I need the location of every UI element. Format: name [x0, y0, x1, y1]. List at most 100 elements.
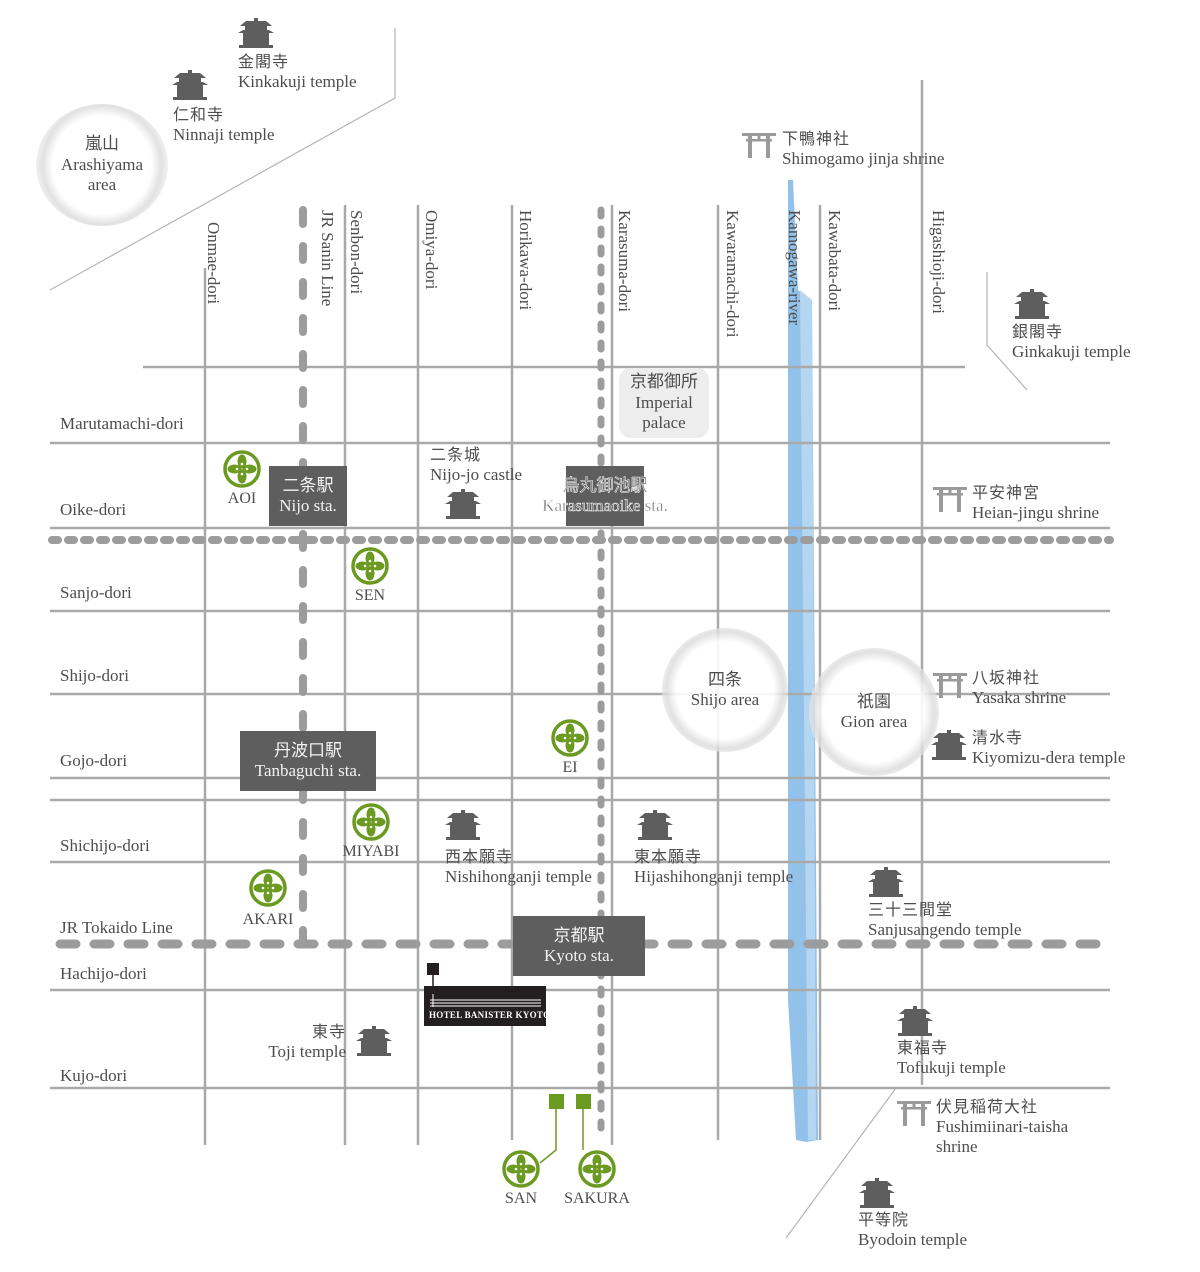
poi-yasaka-en: Yasaka shrine	[972, 688, 1067, 708]
poi-kinkakuji-jp: 金閣寺	[238, 54, 290, 71]
hotel-logo-banister	[430, 994, 541, 1007]
poi-shimogamo: 下鴨神社 Shimogamo jinja shrine	[782, 131, 944, 169]
brand-label-akari[interactable]: AKARI	[242, 911, 294, 928]
imperial-palace-en2: palace	[642, 413, 686, 433]
poi-kinkakuji: 金閣寺 Kinkakuji temple	[238, 54, 357, 92]
street-label-marutamachi: Marutamachi-dori	[60, 414, 184, 433]
poi-nishihonganji: 西本願寺 Nishihonganji temple	[445, 849, 592, 887]
imperial-palace-jp: 京都御所	[630, 372, 698, 392]
street-label-kawaramachi: Kawaramachi-dori	[723, 210, 742, 338]
station-kyoto-jp: 京都駅	[553, 926, 605, 946]
street-label-hachijo: Hachijo-dori	[60, 964, 147, 983]
poi-fushimi: 伏見稲荷大社 Fushimiinari-taisha shrine	[936, 1099, 1068, 1156]
poi-nijojo-jp: 二条城	[430, 447, 482, 464]
street-label-kujo: Kujo-dori	[60, 1066, 128, 1085]
brand-label-ei[interactable]: EI	[562, 759, 578, 776]
poi-sanjusangendo-jp: 三十三間堂	[868, 902, 954, 919]
temple-icon-byodoin	[859, 1178, 895, 1208]
brand-label-sakura[interactable]: SAKURA	[564, 1190, 630, 1207]
street-label-horikawa: Horikawa-dori	[516, 210, 535, 311]
station-tanbaguchi: 丹波口駅 Tanbaguchi sta.	[240, 731, 376, 791]
temple-icon-kinkakuji	[238, 18, 274, 48]
boundary-line-northeast	[986, 272, 1028, 391]
station-kyoto: 京都駅 Kyoto sta.	[513, 916, 645, 976]
boundary-line-southeast	[785, 1087, 897, 1239]
poi-fushimi-en: Fushimiinari-taisha	[936, 1117, 1069, 1137]
poi-shimogamo-en: Shimogamo jinja shrine	[782, 149, 945, 169]
poi-yasaka: 八坂神社 Yasaka shrine	[972, 670, 1066, 708]
brand-label-san[interactable]: SAN	[504, 1190, 537, 1207]
poi-byodoin-jp: 平等院	[858, 1212, 910, 1229]
station-nijo-jp: 二条駅	[282, 476, 334, 496]
poi-higashihonganji-jp: 東本願寺	[634, 849, 703, 866]
poi-tofukuji-jp: 東福寺	[897, 1040, 949, 1057]
poi-toji: 東寺 Toji temple	[252, 1024, 346, 1062]
street-label-senbon: Senbon-dori	[347, 210, 366, 295]
temple-icon-ninnaji	[172, 70, 208, 100]
brand-icon-akari[interactable]	[249, 869, 287, 907]
poi-nijojo-en: Nijo-jo castle	[430, 465, 523, 485]
area-shijo-en: Shijo area	[690, 690, 760, 709]
station-nijo: 二条駅 Nijo sta.	[269, 466, 347, 526]
brand-label-sen[interactable]: SEN	[354, 587, 386, 604]
horizontal-roads	[50, 365, 1110, 1090]
station-kyoto-en: Kyoto sta.	[544, 946, 614, 965]
brand-label-aoi[interactable]: AOI	[227, 490, 257, 507]
vertical-roads	[203, 80, 924, 1145]
brand-icon-sakura[interactable]	[578, 1150, 616, 1188]
brand-leaders	[539, 1094, 591, 1164]
hotel-pin-marker	[427, 963, 439, 975]
brand-label-miyabi[interactable]: MIYABI	[342, 843, 400, 860]
poi-fushimi-en2: shrine	[936, 1136, 978, 1156]
street-label-sanjo: Sanjo-dori	[60, 583, 132, 602]
brand-icon-ei[interactable]	[551, 719, 589, 757]
brand-icon-aoi[interactable]	[223, 450, 261, 488]
poi-nishihonganji-en: Nishihonganji temple	[445, 867, 592, 887]
poi-ninnaji-jp: 仁和寺	[173, 107, 225, 124]
poi-nishihonganji-jp: 西本願寺	[445, 849, 514, 866]
hotel-name: HOTEL BANISTER KYOTO	[429, 1010, 551, 1020]
area-gion-jp: 祇園	[857, 691, 891, 711]
poi-byodoin-en: Byodoin temple	[858, 1230, 968, 1250]
boundary-line-northwest	[49, 28, 396, 291]
castle-icon-nijojo	[445, 489, 481, 519]
area-shijo: 四条 Shijo area	[662, 628, 788, 752]
station-karasumaoike-en: Karasumaoike sta.	[542, 496, 668, 516]
river-label-kamogawa: Kamogawa-river	[785, 210, 804, 326]
temple-icon-kiyomizu	[931, 730, 967, 760]
poi-ginkakuji-jp: 銀閣寺	[1012, 324, 1064, 341]
poi-nijojo: 二条城 Nijo-jo castle	[430, 447, 522, 485]
torii-icon-fushimi	[897, 1101, 931, 1126]
temple-icon-sanjusangendo	[868, 867, 904, 897]
brand-icon-sen[interactable]	[351, 547, 389, 585]
rail-label-jr-tokaido: JR Tokaido Line	[60, 918, 173, 937]
brand-icon-miyabi[interactable]	[352, 803, 390, 841]
street-label-shichijo: Shichijo-dori	[60, 836, 150, 855]
poi-kiyomizu-en: Kiyomizu-dera temple	[972, 748, 1126, 768]
brand-icon-san[interactable]	[502, 1150, 540, 1188]
torii-icon-shimogamo	[742, 133, 776, 158]
poi-ninnaji-en: Ninnaji temple	[173, 125, 275, 145]
street-label-kawabata: Kawabata-dori	[825, 210, 844, 312]
poi-heian-jp: 平安神宮	[972, 485, 1041, 502]
temple-icon-nishihonganji	[445, 810, 481, 840]
poi-tofukuji: 東福寺 Tofukuji temple	[897, 1040, 1006, 1078]
area-arashiyama-jp: 嵐山	[85, 134, 119, 154]
poi-kiyomizu: 清水寺 Kiyomizu-dera temple	[972, 730, 1125, 768]
poi-ginkakuji-en: Ginkakuji temple	[1012, 342, 1131, 362]
poi-ninnaji: 仁和寺 Ninnaji temple	[173, 107, 275, 145]
street-label-higashioji: Higashioji-dori	[929, 210, 948, 314]
street-label-shijo: Shijo-dori	[60, 666, 129, 685]
poi-yasaka-jp: 八坂神社	[972, 670, 1041, 687]
station-tanbaguchi-en: Tanbaguchi sta.	[254, 761, 362, 780]
temple-icon-higashihonganji	[637, 810, 673, 840]
poi-kinkakuji-en: Kinkakuji temple	[238, 72, 357, 92]
street-label-oike: Oike-dori	[60, 500, 127, 519]
street-label-gojo: Gojo-dori	[60, 751, 128, 770]
station-tanbaguchi-jp: 丹波口駅	[274, 741, 342, 761]
area-gion-en: Gion area	[840, 712, 908, 731]
poi-toji-jp: 東寺	[311, 1024, 346, 1041]
poi-fushimi-jp: 伏見稲荷大社	[936, 1099, 1039, 1116]
poi-sanjusangendo: 三十三間堂 Sanjusangendo temple	[868, 902, 1021, 940]
area-arashiyama: 嵐山 Arashiyama area	[36, 104, 168, 226]
